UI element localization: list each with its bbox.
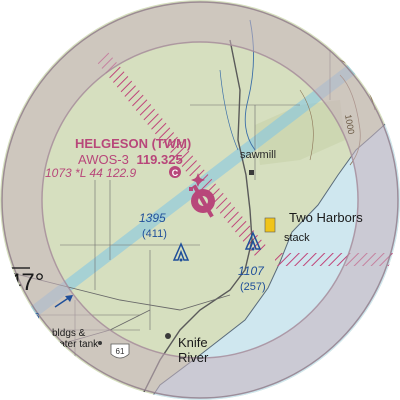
place-bldgs: bldgs & — [52, 328, 86, 339]
place-river: River — [178, 350, 209, 365]
airport-name: HELGESON (TWM) — [75, 136, 191, 151]
weather-frequency: 119.325 — [136, 152, 182, 167]
terrain-patch — [255, 100, 345, 165]
place-sawmill: sawmill — [240, 149, 276, 161]
water-tank-marker — [98, 341, 102, 345]
airspace-boundary-hatch — [95, 52, 268, 256]
obstacle-1395-msl: 1395 — [139, 211, 166, 225]
obstacle-icon — [244, 231, 262, 251]
highway-road — [139, 39, 253, 400]
place-water-tank: water tank — [51, 339, 99, 350]
contour-line — [299, 89, 314, 161]
place-two-harbors: Two Harbors — [289, 210, 363, 225]
road-shield-number: 61 — [116, 347, 125, 356]
airport-symbol[interactable] — [189, 184, 215, 218]
airport-weather: AWOS-3 119.325 — [78, 152, 183, 167]
place-knife: Knife — [178, 335, 208, 350]
place-stack: stack — [284, 232, 310, 244]
obstacle-1107-msl: 1107 — [238, 264, 265, 278]
town-area — [264, 217, 276, 233]
ctaf-icon: C — [169, 166, 181, 178]
beacon-star-icon — [191, 173, 205, 187]
obstacle-1107-agl: (257) — [240, 281, 266, 293]
arrow-icon — [54, 295, 73, 308]
vignette-ring-inner — [41, 41, 359, 359]
knife-river-marker — [165, 333, 171, 339]
road-shield: 61 — [110, 343, 130, 359]
obstacle-icon — [172, 242, 190, 262]
river — [219, 69, 239, 151]
airport-details: 1073 *L 44 122.9 — [45, 166, 137, 180]
obstacle-1395-agl: (411) — [142, 228, 167, 240]
sawmill-marker — [249, 170, 254, 175]
ctaf-letter: C — [172, 168, 179, 178]
contour-label: 1000 — [343, 114, 356, 135]
weather-prefix: AWOS-3 — [78, 152, 129, 167]
